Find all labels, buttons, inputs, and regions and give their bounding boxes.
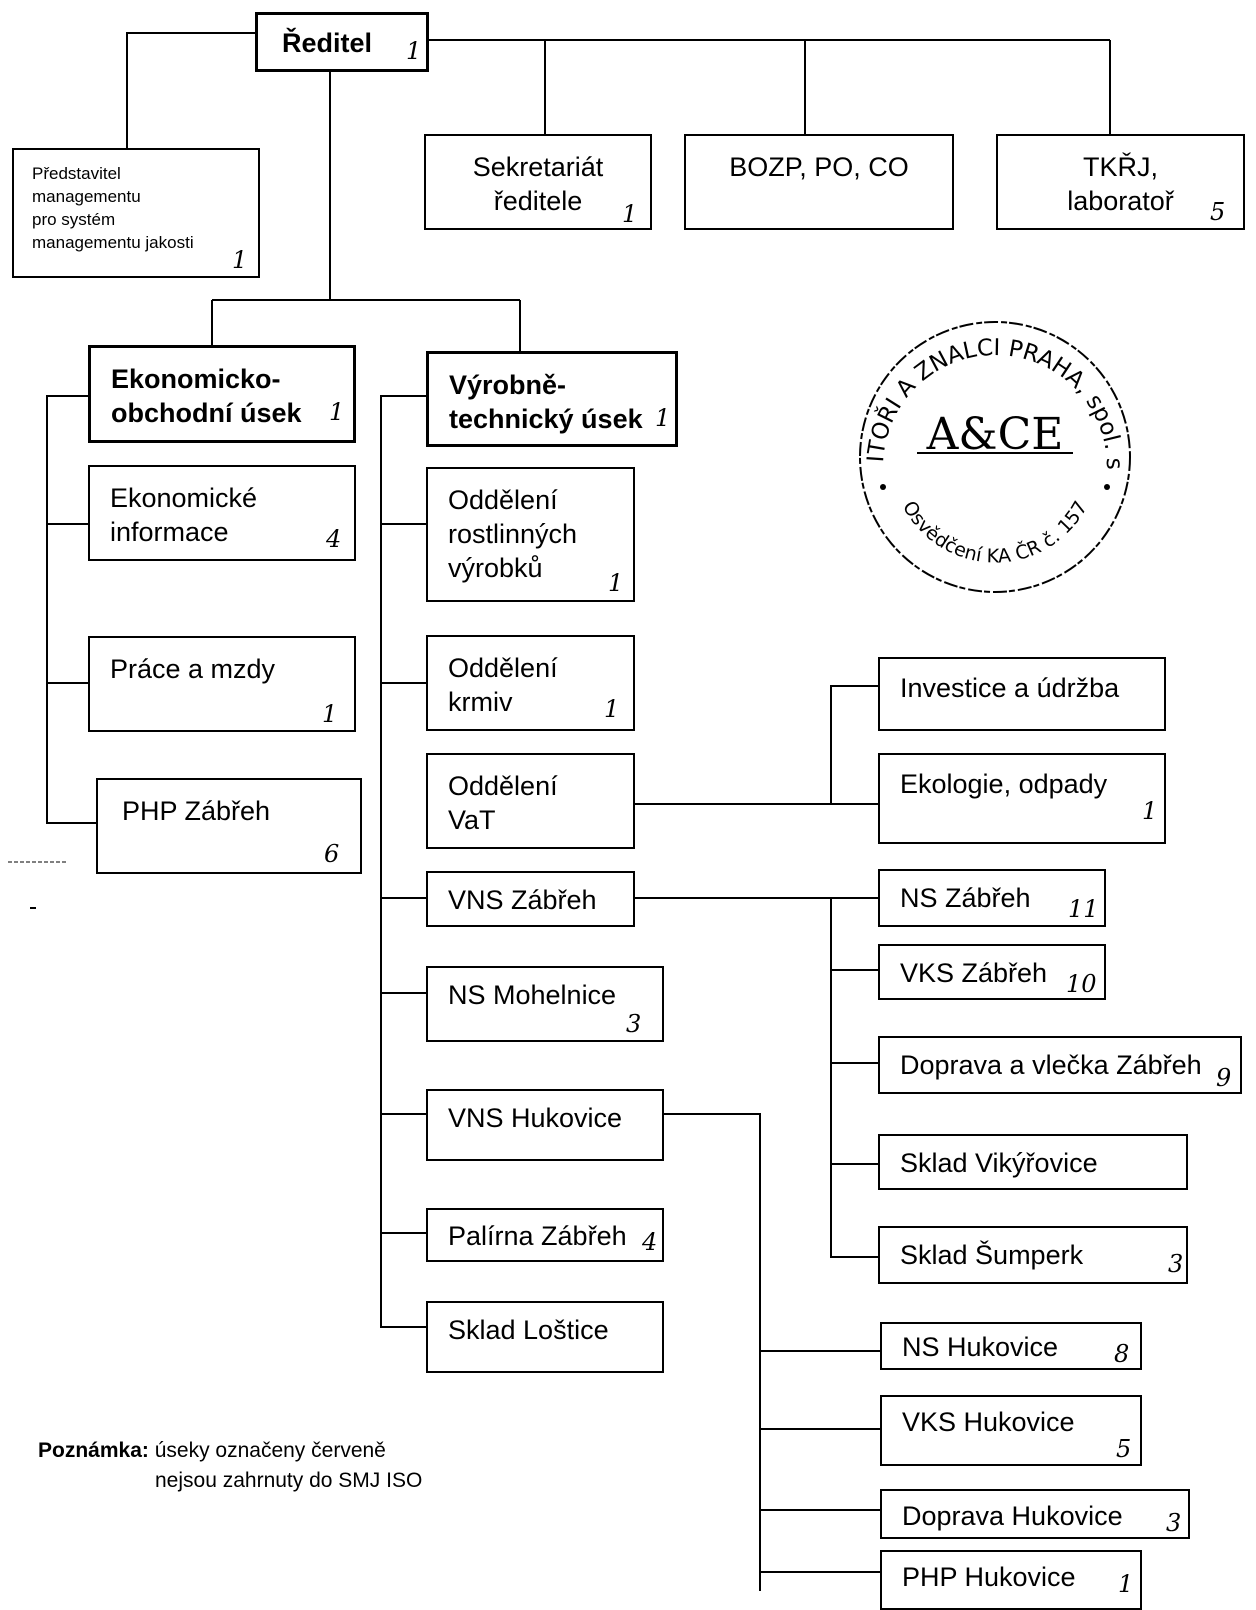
zabreh-unit-box: Sklad Vikýřovice bbox=[878, 1134, 1188, 1190]
staff-label: TKŘJ, laboratoř bbox=[1067, 152, 1174, 216]
hukovice-unit-box: Doprava Hukovice 3 bbox=[880, 1489, 1190, 1539]
production-division-num: 1 bbox=[655, 404, 671, 432]
economic-unit-label: Práce a mzdy bbox=[110, 654, 276, 684]
production-division-box: Výrobně- technický úsek 1 bbox=[426, 351, 678, 447]
zabreh-unit-label: VKS Zábřeh bbox=[900, 958, 1048, 988]
economic-unit-box: Práce a mzdy 1 bbox=[88, 636, 356, 732]
production-unit-label: Oddělení rostlinných výrobků bbox=[448, 485, 578, 583]
vat-unit-label: Investice a údržba bbox=[900, 673, 1120, 703]
stamp-logo: A&CE bbox=[926, 409, 1064, 460]
staff-box-bozp: BOZP, PO, CO bbox=[684, 134, 954, 230]
economic-unit-num: 1 bbox=[322, 700, 338, 728]
director-num: 1 bbox=[406, 37, 422, 65]
hukovice-unit-num: 5 bbox=[1116, 1435, 1132, 1463]
production-unit-label: Palírna Zábřeh bbox=[448, 1221, 627, 1251]
vat-unit-box: Investice a údržba bbox=[878, 657, 1166, 731]
hukovice-unit-box: PHP Hukovice 1 bbox=[880, 1550, 1142, 1610]
hukovice-unit-box: VKS Hukovice 5 bbox=[880, 1395, 1142, 1466]
production-unit-label: VNS Zábřeh bbox=[448, 885, 597, 915]
vat-unit-label: Ekologie, odpady bbox=[900, 769, 1108, 799]
zabreh-unit-box: Sklad Šumperk 3 bbox=[878, 1226, 1188, 1284]
note: Poznámka: úseky označeny červeně bbox=[38, 1436, 386, 1466]
director-label: Ředitel bbox=[282, 28, 373, 58]
staff-num: 5 bbox=[1210, 198, 1226, 226]
production-unit-num: 3 bbox=[626, 1010, 642, 1038]
production-unit-box: Oddělení krmiv 1 bbox=[426, 635, 635, 731]
production-unit-box: VNS Zábřeh bbox=[426, 871, 635, 927]
economic-division-box: Ekonomicko- obchodní úsek 1 bbox=[88, 345, 356, 443]
production-division-label: Výrobně- technický úsek bbox=[449, 370, 643, 434]
production-unit-label: VNS Hukovice bbox=[448, 1103, 623, 1133]
staff-box-laboratory: TKŘJ, laboratoř 5 bbox=[996, 134, 1245, 230]
hukovice-unit-label: PHP Hukovice bbox=[902, 1562, 1076, 1592]
zabreh-unit-num: 10 bbox=[1066, 970, 1097, 998]
production-unit-label: Oddělení VaT bbox=[448, 771, 558, 835]
zabreh-unit-num: 11 bbox=[1068, 895, 1099, 923]
production-unit-box: Palírna Zábřeh 4 bbox=[426, 1208, 664, 1262]
hukovice-unit-label: VKS Hukovice bbox=[902, 1407, 1075, 1437]
production-unit-box: Sklad Loštice bbox=[426, 1301, 664, 1373]
note-line-2: nejsou zahrnuty do SMJ ISO bbox=[155, 1469, 423, 1492]
hukovice-unit-num: 8 bbox=[1114, 1340, 1130, 1368]
production-unit-label: Oddělení krmiv bbox=[448, 653, 558, 717]
economic-unit-num: 4 bbox=[326, 525, 342, 553]
zabreh-unit-label: Sklad Vikýřovice bbox=[900, 1148, 1098, 1178]
zabreh-unit-box: VKS Zábřeh 10 bbox=[878, 944, 1106, 1000]
zabreh-unit-num: 3 bbox=[1168, 1250, 1184, 1278]
production-unit-label: Sklad Loštice bbox=[448, 1315, 609, 1345]
economic-unit-label: Ekonomické informace bbox=[110, 483, 258, 547]
hukovice-unit-num: 1 bbox=[1118, 1570, 1134, 1598]
zabreh-unit-num: 9 bbox=[1216, 1064, 1232, 1092]
director-box: Ředitel 1 bbox=[255, 12, 429, 72]
vat-unit-box: Ekologie, odpady 1 bbox=[878, 753, 1166, 844]
economic-unit-label: PHP Zábřeh bbox=[122, 796, 271, 826]
hukovice-unit-box: NS Hukovice 8 bbox=[880, 1322, 1142, 1370]
staff-label: BOZP, PO, CO bbox=[729, 152, 909, 182]
economic-unit-box: Ekonomické informace 4 bbox=[88, 465, 356, 561]
vat-unit-num: 1 bbox=[1142, 797, 1158, 825]
staff-label: Sekretariát ředitele bbox=[472, 152, 604, 216]
zabreh-unit-box: NS Zábřeh 11 bbox=[878, 869, 1106, 927]
production-unit-label: NS Mohelnice bbox=[448, 980, 617, 1010]
hukovice-unit-label: NS Hukovice bbox=[902, 1332, 1059, 1362]
staff-box-secretariat: Sekretariát ředitele 1 bbox=[424, 134, 652, 230]
economic-division-label: Ekonomicko- obchodní úsek bbox=[111, 364, 302, 428]
stamp-bottom-text: Osvědčení KA ČR č. 157 bbox=[898, 497, 1092, 567]
quality-representative-box: Představitel managementu pro systém mana… bbox=[12, 148, 260, 278]
production-unit-num: 1 bbox=[604, 695, 620, 723]
auditor-stamp: AUDITOŘI A ZNALCI PRAHA, spol. s r.o. Os… bbox=[845, 307, 1131, 593]
zabreh-unit-box: Doprava a vlečka Zábřeh 9 bbox=[878, 1036, 1242, 1094]
hukovice-unit-label: Doprava Hukovice bbox=[902, 1501, 1123, 1531]
quality-representative-label: Představitel managementu pro systém mana… bbox=[32, 164, 194, 252]
staff-num: 1 bbox=[622, 200, 638, 228]
production-unit-box: VNS Hukovice bbox=[426, 1089, 664, 1161]
note-label: Poznámka: bbox=[38, 1439, 149, 1462]
production-unit-box: Oddělení rostlinných výrobků 1 bbox=[426, 467, 635, 602]
production-unit-box: Oddělení VaT bbox=[426, 753, 635, 849]
production-unit-box: NS Mohelnice 3 bbox=[426, 966, 664, 1042]
production-unit-num: 1 bbox=[608, 569, 624, 597]
zabreh-unit-label: Sklad Šumperk bbox=[900, 1240, 1084, 1270]
economic-division-num: 1 bbox=[329, 398, 345, 426]
zabreh-unit-label: NS Zábřeh bbox=[900, 883, 1031, 913]
economic-unit-num: 6 bbox=[324, 840, 340, 868]
production-unit-num: 4 bbox=[642, 1228, 658, 1256]
economic-unit-box: PHP Zábřeh 6 bbox=[96, 778, 362, 874]
note-line-1: úseky označeny červeně bbox=[154, 1439, 386, 1462]
quality-representative-num: 1 bbox=[232, 246, 248, 274]
hukovice-unit-num: 3 bbox=[1166, 1509, 1182, 1537]
zabreh-unit-label: Doprava a vlečka Zábřeh bbox=[900, 1050, 1202, 1080]
